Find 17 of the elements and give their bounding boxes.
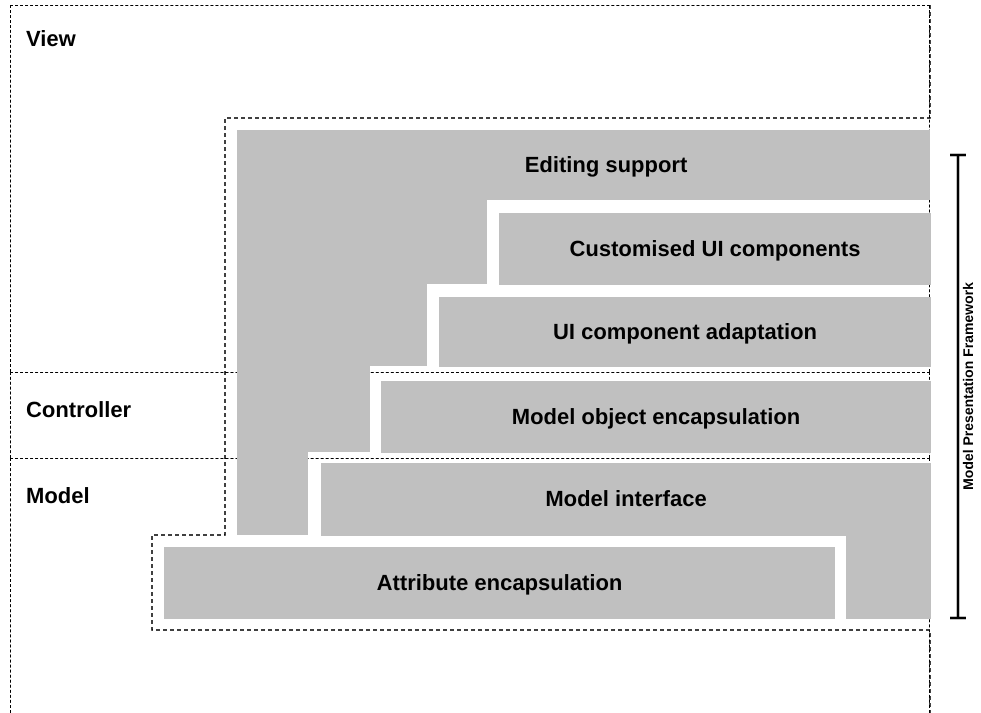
block-label: Model interface	[545, 486, 707, 512]
layer-band	[10, 5, 930, 372]
layer-block	[499, 213, 931, 285]
layer-band	[10, 372, 930, 458]
layer-band	[10, 458, 930, 713]
block-label: UI component adaptation	[553, 319, 817, 345]
block-label: Model object encapsulation	[512, 404, 800, 430]
layer-label: View	[26, 26, 76, 52]
side-label: Model Presentation Framework	[961, 282, 975, 490]
block-label: Editing support	[524, 152, 688, 178]
block-label: Customised UI components	[570, 236, 860, 262]
layer-block	[381, 381, 931, 453]
layer-block	[164, 547, 835, 619]
block-label: Attribute encapsulation	[376, 570, 622, 596]
layer-block	[439, 297, 931, 367]
layer-label: Controller	[26, 397, 132, 423]
layer-label: Model	[26, 483, 90, 509]
